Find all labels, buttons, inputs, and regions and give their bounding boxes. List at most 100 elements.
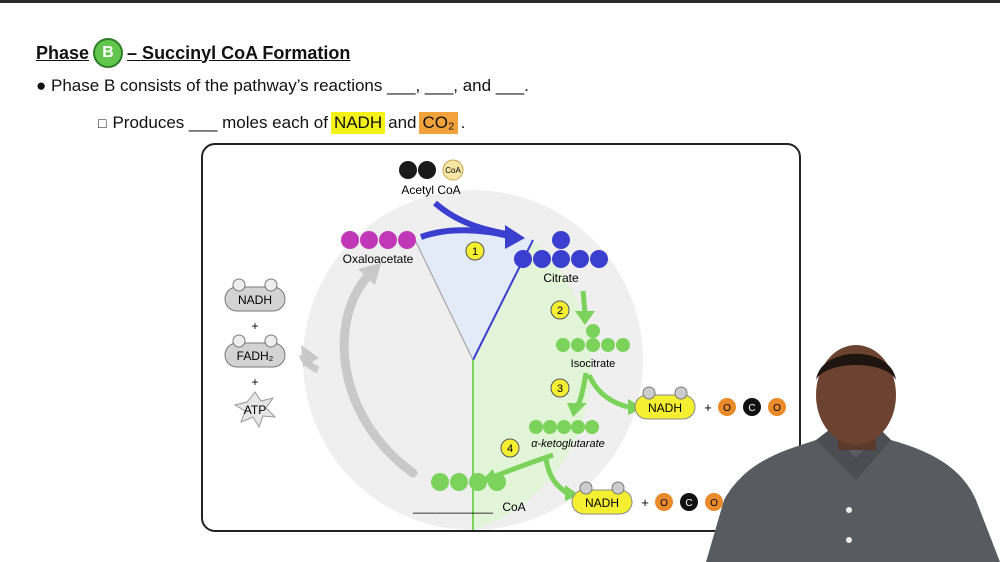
succinyl-c1 (431, 473, 449, 491)
co2-2-o1-label: O (660, 498, 668, 509)
atp-starburst (233, 391, 277, 429)
oxaloacetate-c2 (360, 231, 378, 249)
nadh-1-charge-a (642, 386, 656, 400)
bullet-text-1: Phase B consists of the pathway’s reacti… (51, 76, 529, 95)
gray-cycle-arrow (339, 268, 418, 478)
left-plus-2: + (251, 375, 258, 389)
oxaloacetate-arrow (419, 227, 514, 240)
presenter-button-1 (846, 507, 852, 513)
co2-1-o1-label: O (723, 403, 731, 414)
nadh-product-1 (634, 394, 696, 420)
nadh-2-charge-a (579, 481, 593, 495)
co2-2-c (680, 493, 698, 511)
acetyl-carbon-2 (418, 161, 436, 179)
citrate-c5 (590, 250, 608, 268)
step1-number: 1 (472, 246, 478, 258)
oxaloacetate-label: Oxaloacetate (343, 252, 414, 266)
co2-1-c (743, 398, 761, 416)
left-fadh2-charge-a (232, 334, 246, 348)
step3-nadh-arrow (586, 373, 629, 410)
presenter-hair (816, 353, 896, 380)
atp-label: ATP (244, 403, 266, 417)
title-suffix: – Succinyl CoA Formation (127, 42, 351, 63)
presenter-button-2 (846, 537, 852, 543)
left-fadh2-label: FADH₂ (237, 349, 274, 363)
co2-highlight: CO₂ (419, 112, 458, 134)
step3-marker (550, 378, 570, 398)
nadh-product-2-label: NADH (585, 496, 619, 510)
nadh-product-1-label: NADH (648, 401, 682, 415)
checkbox-bullet: □ (98, 115, 107, 131)
left-plus-1: + (251, 319, 258, 333)
blank-line: ____________ (412, 500, 493, 514)
step2-arrow (580, 290, 588, 314)
step4-nadh-arrow (543, 457, 569, 496)
citrate-c2 (533, 250, 551, 268)
citrate-c3 (552, 250, 570, 268)
co2-1-c-label: C (748, 403, 755, 414)
plus-sign-2: + (641, 495, 649, 510)
diagram-frame: CoA Acetyl CoA Oxaloacetate 1 Citrate 2 (201, 143, 801, 532)
citrate-label: Citrate (543, 271, 579, 285)
oxaloacetate-c1 (341, 231, 359, 249)
isocitrate-c1 (556, 338, 570, 352)
co2-2-o1 (655, 493, 673, 511)
period: . (460, 113, 466, 132)
nadh-highlight: NADH (330, 112, 386, 134)
citrate-c4 (571, 250, 589, 268)
bullet-line-1: ● Phase B consists of the pathway’s reac… (36, 76, 529, 96)
oxaloacetate-c4 (398, 231, 416, 249)
left-fadh2-pill (224, 342, 286, 368)
presenter-shirt (706, 435, 1000, 562)
step2-arrowhead (575, 311, 595, 325)
co2-1-o1 (718, 398, 736, 416)
co2-1-o2-label: O (773, 403, 781, 414)
left-nadh-pill (224, 286, 286, 312)
bullet-text-2: Produces ___ moles each of (112, 113, 328, 132)
akg-c3 (557, 420, 571, 434)
step2-marker (550, 300, 570, 320)
acetyl-carbon-1 (399, 161, 417, 179)
coa-tag (442, 159, 464, 181)
gray-side-arrowhead (301, 345, 319, 367)
plus-sign: + (704, 400, 712, 415)
oxaloacetate-c3 (379, 231, 397, 249)
left-nadh-charge-b (264, 278, 278, 292)
nadh-2-charge-b (611, 481, 625, 495)
step1-marker (465, 241, 485, 261)
presenter-video (706, 345, 1000, 562)
co2-2-o2 (705, 493, 723, 511)
ketoglutarate-label: α-ketoglutarate (531, 438, 605, 450)
coa-tag-label: CoA (445, 166, 461, 175)
isocitrate-c4 (601, 338, 615, 352)
phase-a-sector (415, 229, 533, 360)
step3-arrowhead (567, 403, 587, 417)
akg-c2 (543, 420, 557, 434)
phase-badge: B (93, 38, 124, 68)
akg-c5 (585, 420, 599, 434)
step4-nadh-arrowhead (565, 485, 579, 501)
bullet-line-2: □ Produces ___ moles each of NADH and CO… (98, 112, 465, 134)
succinyl-c2 (450, 473, 468, 491)
left-nadh-charge-a (232, 278, 246, 292)
step1-arrowhead (505, 225, 525, 249)
co2-2-c-label: C (685, 498, 692, 509)
divider-gray (414, 239, 474, 361)
step2-number: 2 (557, 305, 563, 317)
citric-acid-cycle-diagram: CoA Acetyl CoA Oxaloacetate 1 Citrate 2 (224, 159, 786, 530)
co2-1-o2 (768, 398, 786, 416)
left-fadh2-charge-b (264, 334, 278, 348)
step3-number: 3 (557, 383, 563, 395)
isocitrate-branch (586, 324, 600, 338)
isocitrate-label: Isocitrate (571, 358, 616, 370)
bullet-dot: ● (36, 76, 47, 95)
coa-label: CoA (502, 500, 525, 514)
page-title: Phase B – Succinyl CoA Formation (36, 38, 350, 68)
isocitrate-c5 (616, 338, 630, 352)
left-nadh-label: NADH (238, 293, 272, 307)
acetyl-coa-label: Acetyl CoA (401, 183, 460, 197)
succinyl-c3 (469, 473, 487, 491)
nadh-product-2 (571, 489, 633, 515)
citrate-branch (552, 231, 570, 249)
top-border (0, 0, 1000, 3)
